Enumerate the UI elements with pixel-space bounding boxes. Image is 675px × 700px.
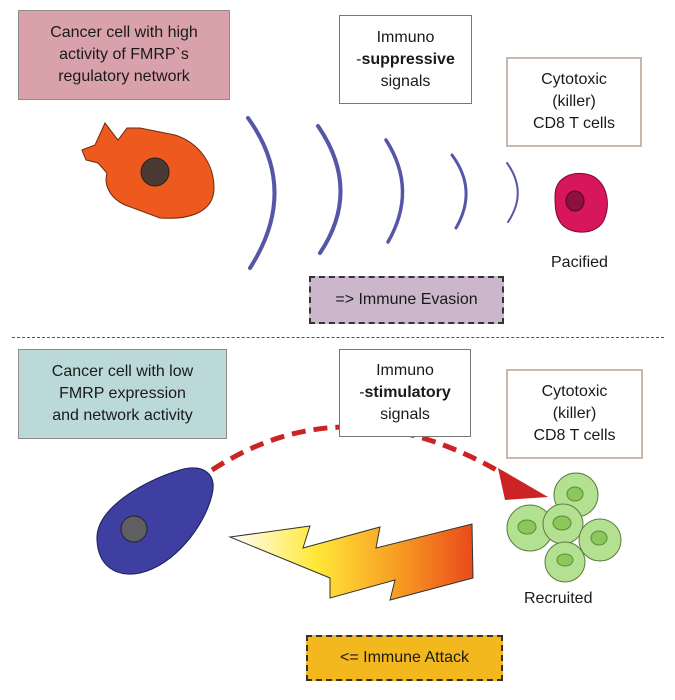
- label-line: regulatory network: [58, 68, 190, 85]
- recruitment-arrow: [210, 424, 548, 500]
- signal-arc-2: [316, 124, 343, 255]
- pacified-label: Pacified: [551, 254, 608, 271]
- signal-arc-5: [506, 162, 519, 223]
- recruited-t-cell: [578, 518, 622, 562]
- recruited-t-cell-cluster: [506, 472, 622, 583]
- signal-arc-3: [384, 138, 405, 244]
- label-bold: suppressive: [361, 50, 455, 68]
- recruited-t-cell: [542, 503, 584, 545]
- label-line: FMRP expression: [59, 385, 186, 402]
- bottom-cancer-cell: [96, 467, 214, 575]
- label-line: (killer): [552, 405, 597, 422]
- signal-arc-1: [246, 116, 277, 270]
- recruited-t-cell: [506, 504, 554, 552]
- label-bold: stimulatory: [364, 384, 451, 401]
- top-cancer-cell: [81, 122, 215, 219]
- low-fmrp-cancer-label: Cancer cell with low FMRP expression and…: [18, 349, 227, 439]
- label-line: activity of FMRP`s: [59, 46, 189, 63]
- label-line: Cancer cell with low: [51, 363, 194, 380]
- bottom-cancer-nucleus: [120, 515, 148, 543]
- top-cancer-nucleus: [140, 157, 170, 187]
- immune-attack-bolt-icon: [228, 523, 474, 601]
- label-prefix: -: [356, 50, 362, 68]
- immune-evasion-text: => Immune Evasion: [335, 291, 478, 308]
- label-line: Immuno: [376, 28, 435, 46]
- immune-attack-text: <= Immune Attack: [340, 649, 469, 666]
- recruited-label: Recruited: [524, 590, 593, 607]
- label-line: (killer): [552, 93, 596, 110]
- immunosuppressive-signals-label: Immuno -suppressive signals: [339, 15, 472, 104]
- top-cd8-t-cells-label: Cytotoxic (killer) CD8 T cells: [506, 57, 642, 147]
- label-line: -stimulatory: [340, 382, 470, 404]
- label-prefix: -: [359, 384, 365, 401]
- label-line: -suppressive: [340, 49, 471, 71]
- immune-evasion-box: => Immune Evasion: [309, 276, 504, 324]
- bottom-cd8-t-cells-label: Cytotoxic (killer) CD8 T cells: [506, 369, 643, 459]
- high-fmrp-cancer-label: Cancer cell with high activity of FMRP`s…: [18, 10, 230, 100]
- label-line: Cytotoxic: [541, 71, 607, 88]
- recruited-t-cell: [544, 541, 586, 583]
- signal-arc-4: [450, 153, 468, 230]
- immune-attack-box: <= Immune Attack: [306, 635, 503, 681]
- label-line: signals: [380, 72, 431, 90]
- label-line: Immuno: [376, 362, 434, 379]
- label-line: Cancer cell with high: [50, 24, 198, 41]
- label-line: CD8 T cells: [532, 115, 616, 132]
- suppressive-signal-arcs: [246, 116, 519, 270]
- immunostimulatory-signals-label: Immuno -stimulatory signals: [339, 349, 471, 437]
- pacified-t-cell-nucleus: [565, 190, 585, 212]
- label-line: CD8 T cells: [533, 427, 616, 444]
- label-line: and network activity: [52, 407, 193, 424]
- label-line: signals: [380, 406, 430, 423]
- panel-divider: [12, 337, 664, 338]
- pacified-t-cell: [554, 172, 608, 233]
- recruitment-arrow-head: [498, 468, 548, 500]
- label-line: Cytotoxic: [541, 383, 608, 400]
